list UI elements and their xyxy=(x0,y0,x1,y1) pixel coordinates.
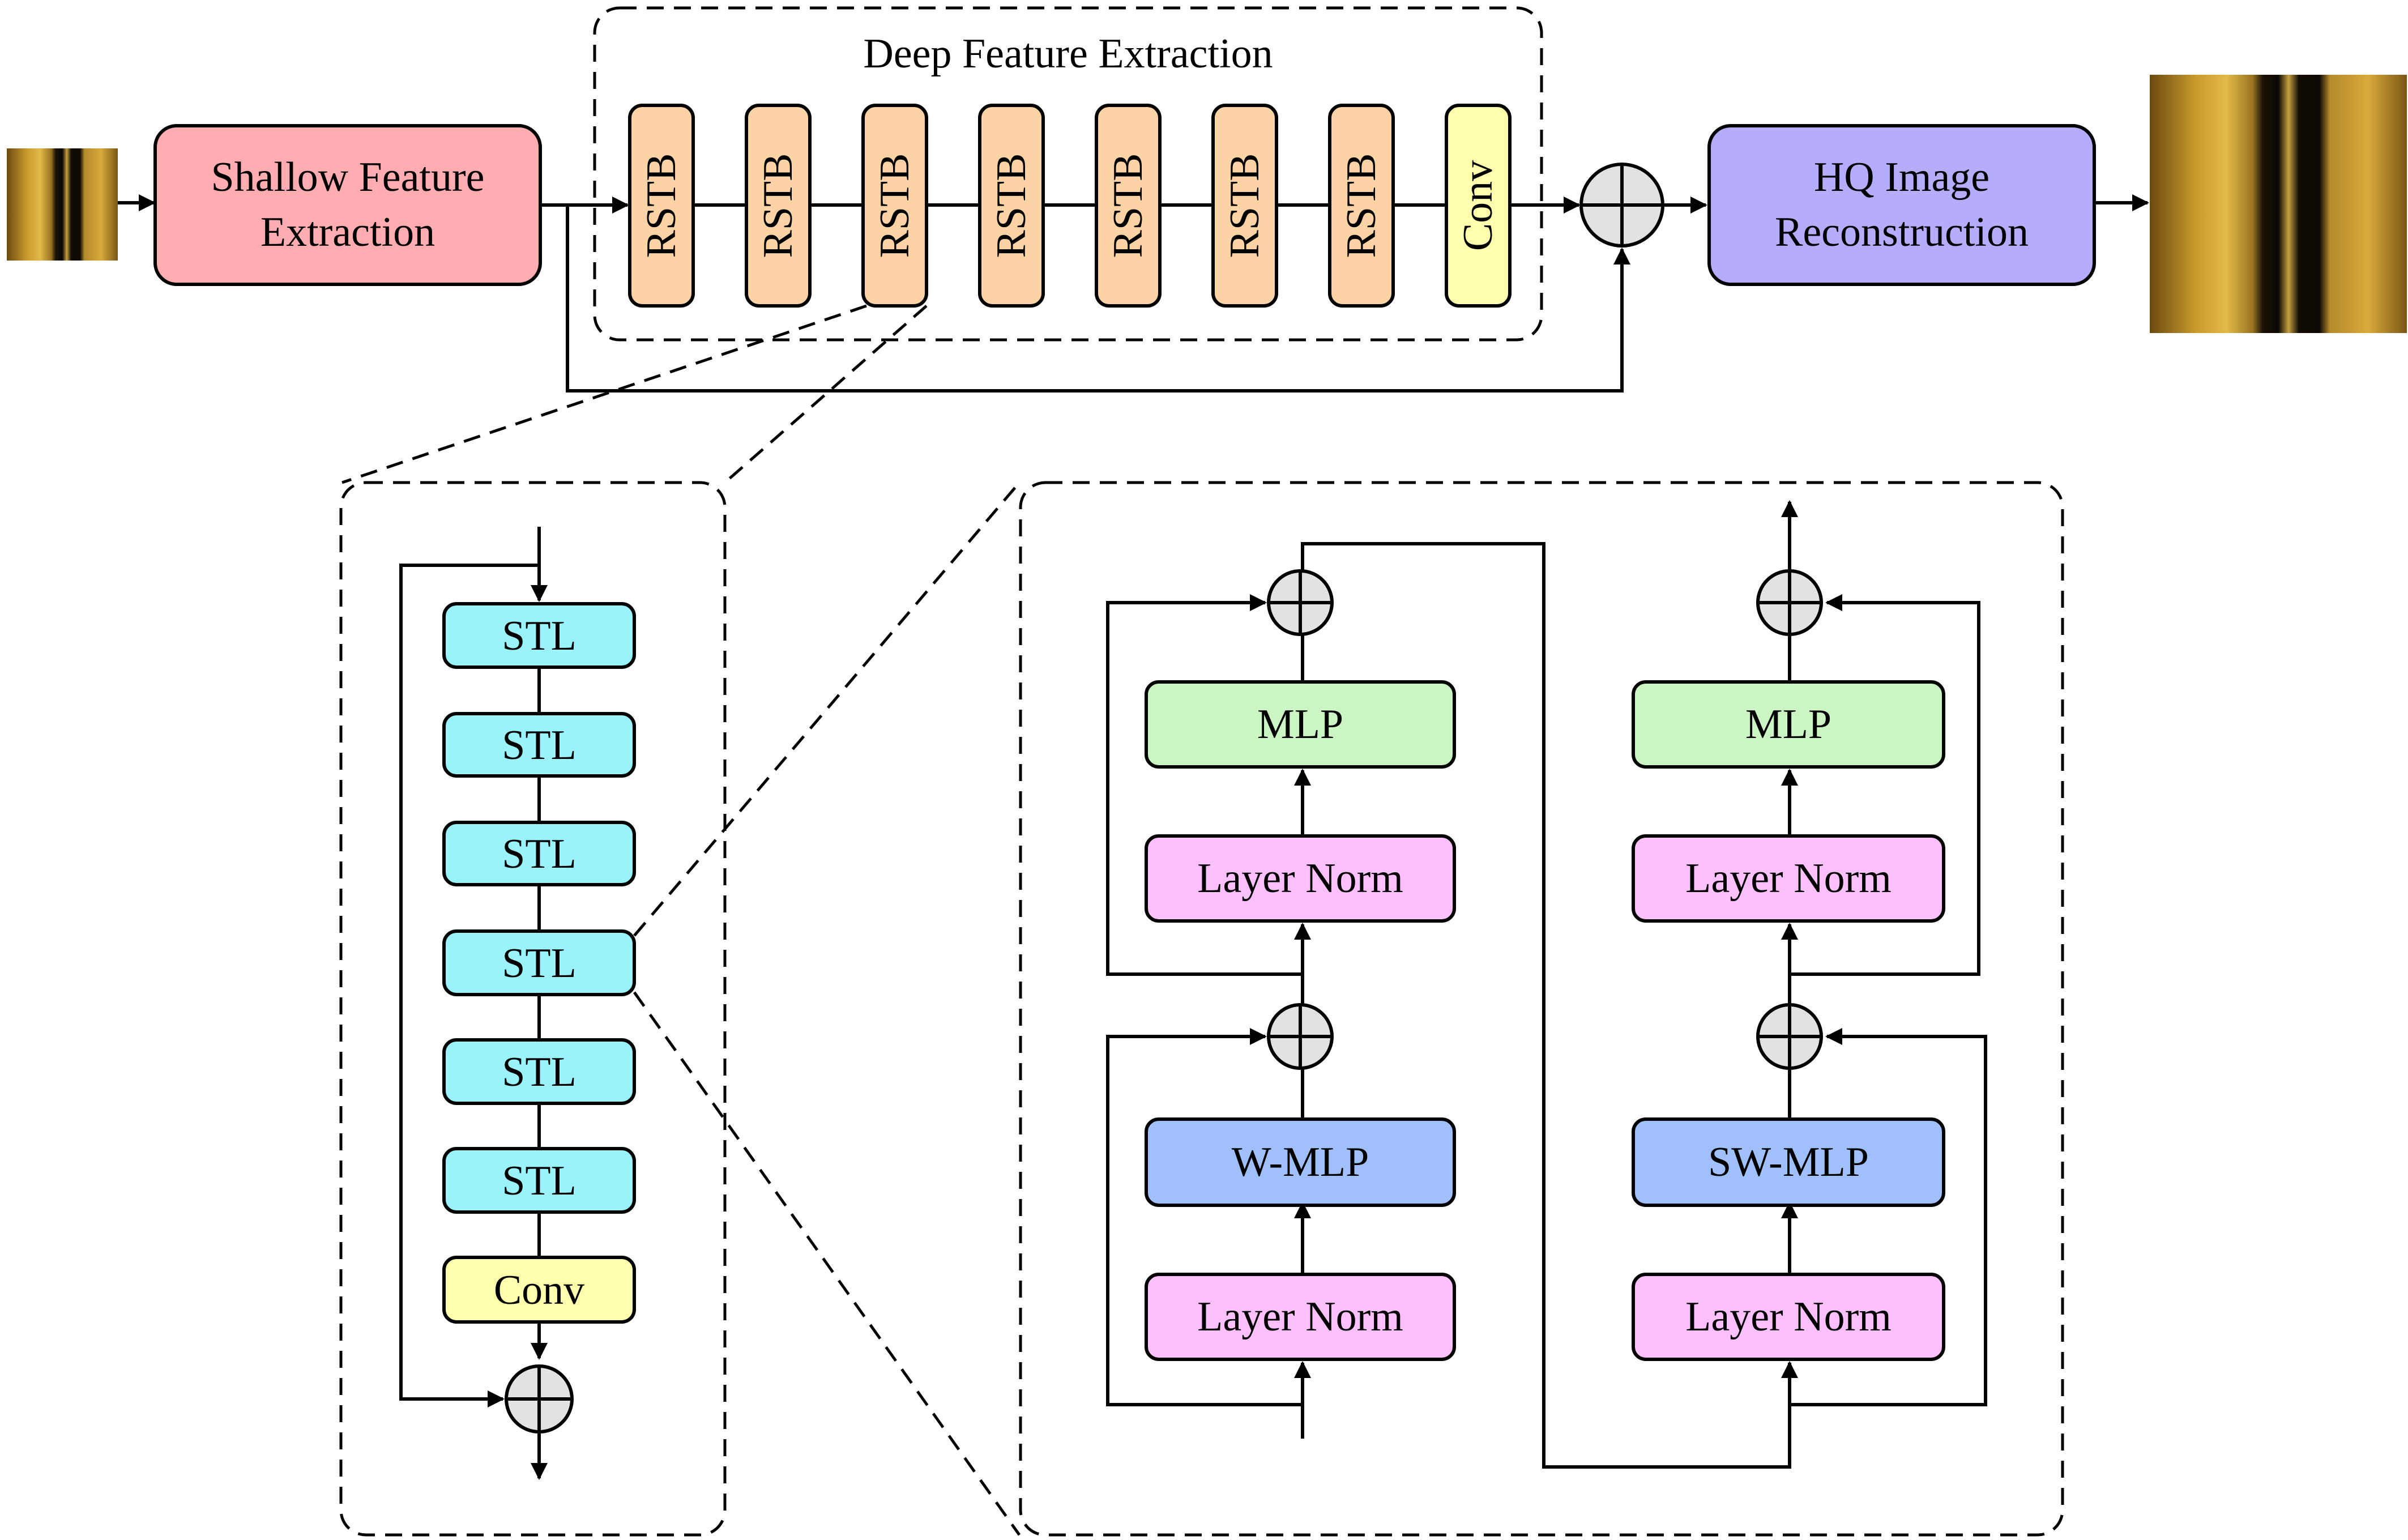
left-mlp-block: MLP xyxy=(1145,680,1456,769)
zoom-line-stl-top xyxy=(633,481,1021,937)
rstb-block-3: RSTB xyxy=(861,104,928,308)
right-residual-1 xyxy=(1790,1028,1987,1406)
rstb-label-4: RSTB xyxy=(988,153,1035,258)
rstb-conv-block: Conv xyxy=(442,1256,636,1324)
left-adder-bottom xyxy=(1267,1003,1334,1070)
left-wmlp-label: W-MLP xyxy=(1232,1139,1369,1185)
stl-block-2: STL xyxy=(442,712,636,778)
shallow-feature-box xyxy=(153,124,542,286)
left-norm-bottom-label: Layer Norm xyxy=(1197,1294,1403,1340)
right-mlp-block: MLP xyxy=(1632,680,1945,769)
rstb-conv-label: Conv xyxy=(494,1267,584,1313)
hq-reconstruction-block: HQ Image Reconstruction xyxy=(1707,124,2096,286)
right-residual-2 xyxy=(1790,594,1980,976)
right-norm-bottom-label: Layer Norm xyxy=(1685,1294,1892,1340)
stl-label-6: STL xyxy=(502,1158,577,1204)
rstb-label-6: RSTB xyxy=(1222,153,1268,258)
left-norm-top-label: Layer Norm xyxy=(1197,855,1403,902)
stl-block-1: STL xyxy=(442,602,636,669)
deep-conv-block: Conv xyxy=(1445,104,1512,308)
rstb-adder xyxy=(505,1364,574,1434)
stl-block-5: STL xyxy=(442,1038,636,1105)
deep-feature-container xyxy=(593,6,1543,342)
rstb-block-2: RSTB xyxy=(745,104,812,308)
right-adder-top xyxy=(1756,569,1823,636)
rstb-block-4: RSTB xyxy=(978,104,1045,308)
right-norm-bottom-block: Layer Norm xyxy=(1632,1273,1945,1361)
zoom-line-rstb-left xyxy=(341,304,867,484)
rstb-label-3: RSTB xyxy=(872,153,918,258)
input-sonar-image xyxy=(7,148,118,261)
shallow-feature-label-1: Shallow Feature xyxy=(211,154,485,201)
rstb-block-6: RSTB xyxy=(1211,104,1278,308)
rstb-detail-panel xyxy=(339,481,727,1537)
rstb-label-7: RSTB xyxy=(1338,153,1385,258)
right-norm-top-label: Layer Norm xyxy=(1685,855,1892,902)
left-mlp-label: MLP xyxy=(1257,701,1343,748)
left-wmlp-block: W-MLP xyxy=(1145,1117,1456,1207)
stl-detail-panel xyxy=(1019,481,2064,1537)
shallow-feature-block: Shallow Feature Extraction xyxy=(153,124,542,286)
stl-block-6: STL xyxy=(442,1147,636,1214)
rstb-label-5: RSTB xyxy=(1105,153,1151,258)
rstb-label-2: RSTB xyxy=(755,153,801,258)
shallow-feature-label-2: Extraction xyxy=(261,209,435,255)
rstb-residual-connection xyxy=(399,564,539,1407)
rstb-block-5: RSTB xyxy=(1095,104,1162,308)
rstb-label-1: RSTB xyxy=(638,153,685,258)
right-swmlp-block: SW-MLP xyxy=(1632,1117,1945,1207)
right-adder-bottom xyxy=(1756,1003,1823,1070)
stl-block-4: STL xyxy=(442,929,636,996)
stl-block-3: STL xyxy=(442,821,636,886)
deep-feature-title: Deep Feature Extraction xyxy=(863,31,1273,77)
left-norm-top-block: Layer Norm xyxy=(1145,834,1456,923)
stl-label-1: STL xyxy=(502,613,577,659)
right-swmlp-label: SW-MLP xyxy=(1708,1139,1869,1185)
left-residual-1 xyxy=(1106,1028,1303,1406)
hq-reconstruction-box xyxy=(1707,124,2096,286)
zoom-line-stl-bottom xyxy=(633,991,1021,1536)
zoom-line-rstb-right xyxy=(724,305,928,484)
deep-conv-label: Conv xyxy=(1455,160,1501,251)
hq-label-2: Reconstruction xyxy=(1775,209,2029,255)
stl-label-2: STL xyxy=(502,722,577,769)
stl-label-4: STL xyxy=(502,940,577,987)
stl-label-5: STL xyxy=(502,1049,577,1095)
left-to-right-connection xyxy=(1301,542,1798,1469)
output-sonar-image xyxy=(2150,75,2407,333)
left-norm-bottom-block: Layer Norm xyxy=(1145,1273,1456,1361)
global-skip-connection xyxy=(566,205,1630,393)
deep-feature-block: Deep Feature Extraction xyxy=(593,6,1543,342)
rstb-block-7: RSTB xyxy=(1328,104,1395,308)
stl-label-3: STL xyxy=(502,831,577,877)
rstb-block-1: RSTB xyxy=(628,104,695,308)
right-mlp-label: MLP xyxy=(1745,701,1831,748)
right-norm-top-block: Layer Norm xyxy=(1632,834,1945,923)
top-adder xyxy=(1579,163,1664,248)
left-residual-2 xyxy=(1106,594,1303,976)
hq-label-1: HQ Image xyxy=(1814,154,1989,201)
left-adder-top xyxy=(1267,569,1334,636)
